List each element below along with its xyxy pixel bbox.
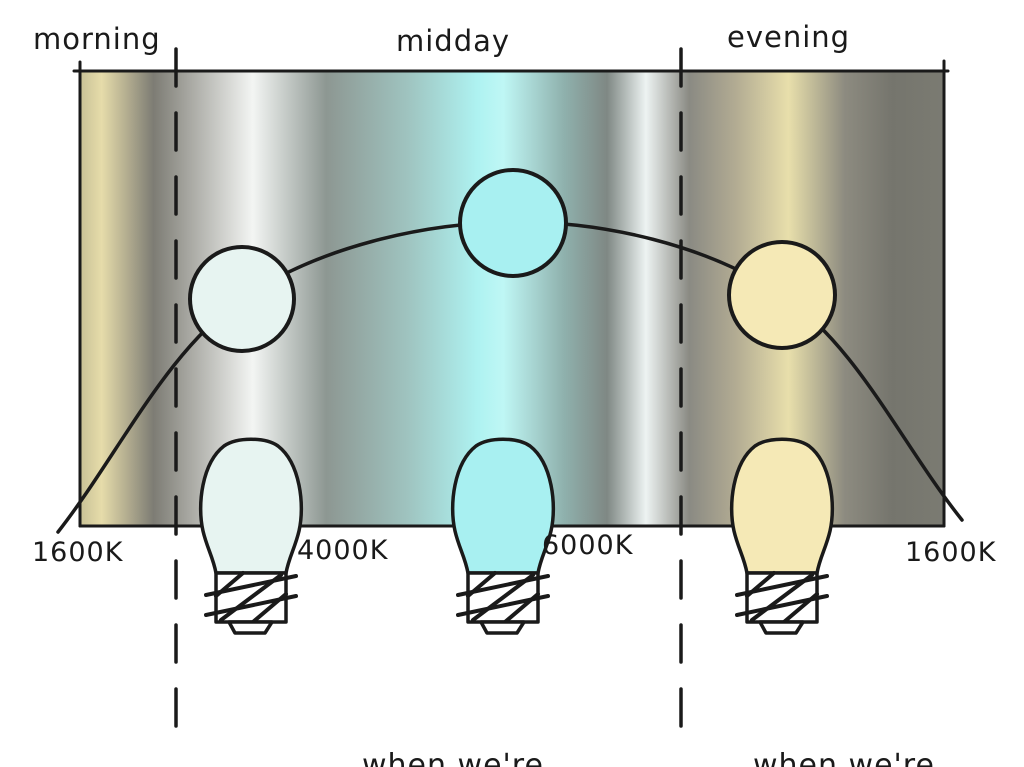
morning-bulb [198,437,304,635]
bulb-tip [758,620,805,635]
bulb-tip [479,620,526,635]
evening-point [727,240,837,350]
bulb-tip [227,620,274,635]
label-midday: midday [396,24,511,58]
annotation-home-line1: when we're [753,748,935,767]
bulb-hatch [471,573,535,622]
kelvin-label-left: 1600K [32,537,124,568]
bulb-glass [450,437,556,575]
midday-point [458,168,568,278]
annotation-away: when we're away [362,641,544,767]
annotation-away-line1: when we're [362,748,544,767]
bulb-hatch [251,592,288,624]
kelvin-label-4000: 4000K [297,535,389,566]
bulb-hatch [219,573,283,622]
annotation-home: when we're home [753,641,935,767]
label-morning: morning [33,22,161,56]
label-evening: evening [727,20,851,54]
bulb-hatch [782,592,819,624]
evening-bulb [729,437,835,635]
midday-bulb [450,437,556,635]
bulb-hatch [745,571,776,598]
bulb-glass [198,437,304,575]
morning-point [188,245,296,353]
bulb-hatch [503,592,540,624]
bulb-hatch [466,571,497,598]
kelvin-label-right: 1600K [905,537,997,568]
bulb-glass [729,437,835,575]
bulb-hatch [214,571,245,598]
bulb-hatch [750,573,814,622]
kelvin-label-6000: 6000K [542,530,634,561]
